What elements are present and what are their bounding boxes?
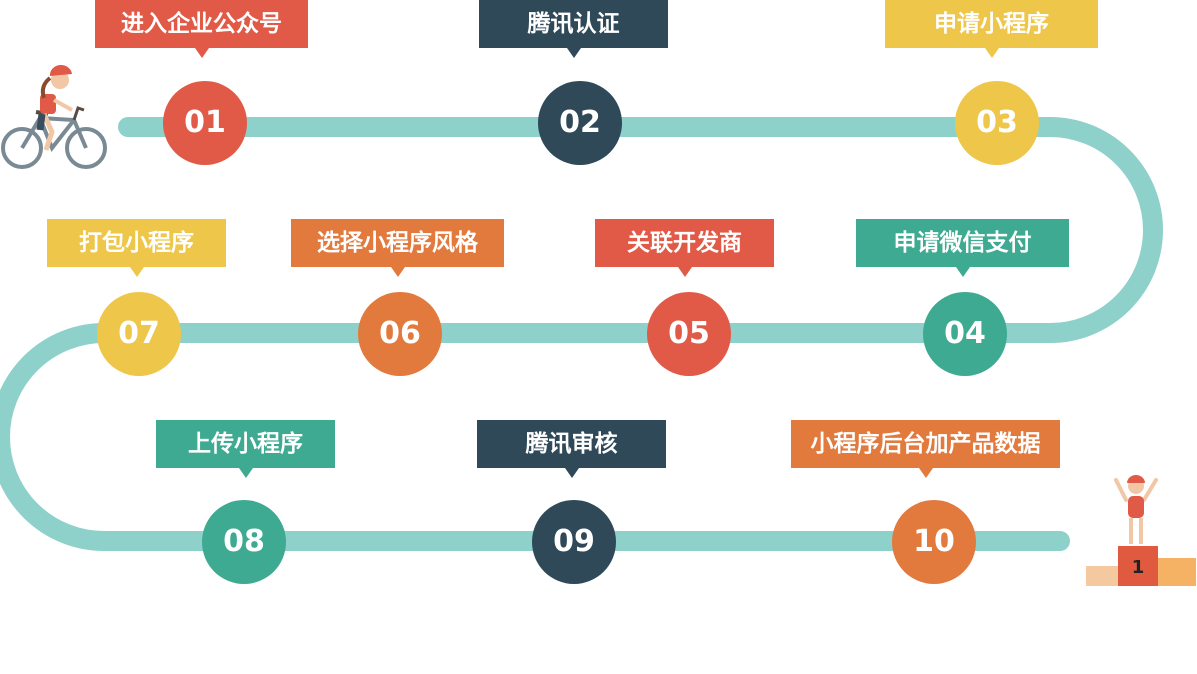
podium-rank: 1 [1132, 557, 1145, 578]
step-number-circle: 10 [892, 500, 976, 584]
step-label: 腾讯审核 [477, 420, 666, 478]
step-label: 进入企业公众号 [95, 0, 308, 58]
step-number-circle: 04 [923, 292, 1007, 376]
step-number-circle: 08 [202, 500, 286, 584]
step-label: 小程序后台加产品数据 [791, 420, 1060, 478]
step-number-circle: 06 [358, 292, 442, 376]
step-label: 关联开发商 [595, 219, 774, 277]
step-label: 申请小程序 [885, 0, 1098, 58]
step-number-circle: 07 [97, 292, 181, 376]
winner-podium-illustration: 1 [1086, 475, 1196, 586]
step-label: 打包小程序 [47, 219, 226, 277]
step-number-circle: 02 [538, 81, 622, 165]
step-label: 申请微信支付 [856, 219, 1069, 277]
step-number-circle: 03 [955, 81, 1039, 165]
cyclist-illustration [1, 64, 107, 169]
step-number-circle: 09 [532, 500, 616, 584]
step-label: 腾讯认证 [479, 0, 668, 58]
step-number-circle: 05 [647, 292, 731, 376]
step-label: 选择小程序风格 [291, 219, 504, 277]
step-label: 上传小程序 [156, 420, 335, 478]
step-number-circle: 01 [163, 81, 247, 165]
